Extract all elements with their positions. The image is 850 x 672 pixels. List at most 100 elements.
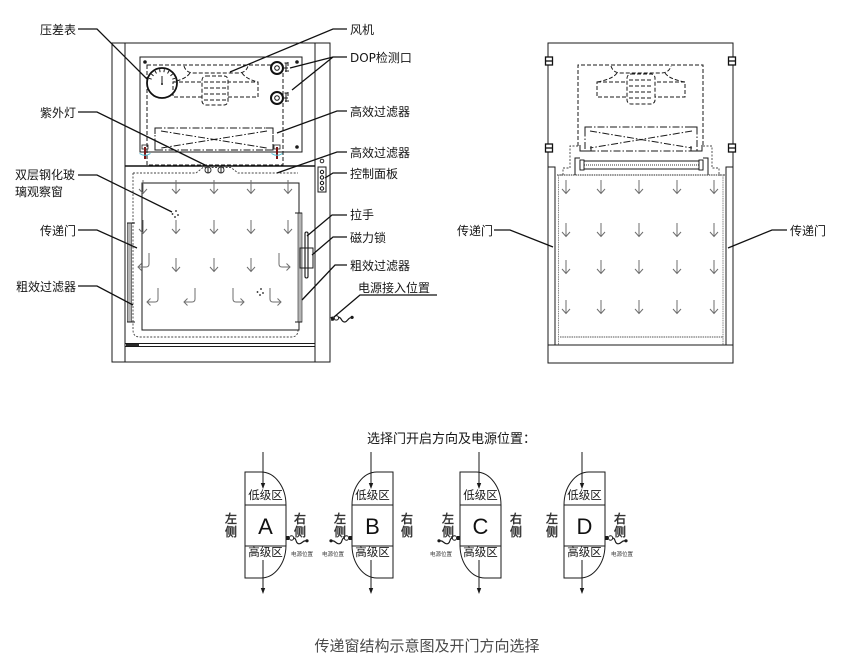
power-position-label: 电源位置: [611, 550, 634, 558]
airflow-arrow-icon: [634, 222, 644, 237]
high-zone-label: 高级区: [567, 545, 602, 559]
fan-icon: [172, 65, 259, 106]
left-side-label: 左: [441, 511, 454, 526]
arrowhead-icon: [476, 483, 482, 489]
low-zone-label: 低级区: [567, 488, 602, 502]
cabinet-outer-frame: [111, 42, 331, 363]
airflow-return-left-icon: [137, 252, 150, 271]
high-zone-label: 高级区: [463, 545, 498, 559]
power-position-label: 电源位置: [322, 550, 345, 558]
right-door-column: [725, 166, 733, 345]
airflow-arrow-icon: [709, 222, 719, 237]
zone-divider: [352, 504, 393, 547]
leader-line: [276, 110, 347, 134]
airflow-return-left-icon: [146, 287, 159, 306]
leader-line: [78, 111, 208, 167]
label-fan: 风机: [350, 23, 374, 37]
label-transfer-door-right: 传递门: [790, 223, 826, 238]
airflow-arrow-icon: [171, 219, 181, 234]
right-side-label: 侧: [510, 524, 522, 539]
label-uv-lamp: 紫外灯: [40, 106, 76, 120]
option-letter: A: [258, 514, 273, 539]
right-side-label: 侧: [294, 524, 306, 539]
airflow-return-left-icon: [183, 287, 196, 306]
leader-line: [78, 174, 173, 213]
magnetic-lock-icon: [299, 247, 314, 269]
right-side-label: 右: [400, 511, 413, 526]
callouts-right: 风机 DOP检测口 高效过滤器 高效过滤器 控制面板 拉手 磁力锁 粗效过滤器 …: [229, 23, 437, 318]
door-option-c: 低级区 C 高级区 左 侧 右 侧 电源位置: [430, 452, 522, 594]
leader-line: [333, 294, 437, 318]
arrowhead-icon: [579, 588, 585, 594]
airflow-arrow-icon: [709, 259, 719, 274]
low-zone-label: 低级区: [463, 488, 498, 502]
airflow-arrows-front: [137, 179, 293, 306]
label-hepa-filter-lower: 高效过滤器: [350, 145, 410, 160]
airflow-arrow-icon: [171, 257, 181, 272]
plenum-dashed-outline: [146, 64, 284, 166]
airflow-return-right-icon: [232, 287, 245, 306]
top-service-panel: [139, 56, 303, 153]
low-zone-label: 低级区: [355, 488, 390, 502]
panel-screw-icons: [143, 60, 299, 149]
uv-lamp-tube: [579, 159, 704, 171]
arrowhead-icon: [368, 483, 374, 489]
label-transfer-door: 传递门: [40, 223, 76, 238]
callouts-left: 压差表 紫外灯 双层钢化玻 璃观察窗 传递门 粗效过滤器: [15, 23, 208, 306]
leader-line: [78, 285, 134, 306]
airflow-arrow-icon: [138, 179, 148, 194]
hinge-icon: [727, 143, 737, 153]
pressure-gauge-icon: [146, 67, 178, 99]
leader-line: [324, 172, 347, 179]
airflow-arrow-icon: [561, 179, 571, 194]
hepa-filter-icon: [154, 127, 274, 151]
figure-caption: 传递窗结构示意图及开门方向选择: [314, 637, 539, 655]
label-dop-test-port: DOP检测口: [350, 50, 412, 65]
arrowhead-icon: [260, 588, 266, 594]
left-side-label: 侧: [334, 524, 346, 539]
left-side-label: 侧: [225, 524, 237, 539]
power-position-label: 电源位置: [430, 550, 453, 558]
leader-line: [276, 151, 347, 174]
left-side-label: 左: [224, 511, 237, 526]
leader-line: [306, 214, 347, 237]
power-position-label: 电源位置: [291, 550, 314, 558]
right-side-label: 右: [293, 511, 306, 526]
zone-divider: [460, 504, 501, 547]
leader-line: [78, 28, 149, 81]
airflow-arrow-icon: [246, 257, 256, 272]
leader-line: [727, 229, 787, 249]
leader-line: [301, 264, 347, 301]
airflow-arrow-icon: [672, 179, 682, 194]
airflow-arrow-icon: [283, 219, 293, 234]
airflow-arrow-icon: [246, 179, 256, 194]
airflow-arrow-icon: [561, 259, 571, 274]
door-handle-icon: [304, 231, 309, 279]
plenum-step-left: [557, 145, 578, 176]
hepa-filter-icon: [579, 126, 703, 152]
arrowhead-icon: [260, 483, 266, 489]
low-zone-label: 低级区: [248, 488, 283, 502]
airflow-arrow-icon: [672, 299, 682, 314]
option-outline: [459, 471, 502, 579]
door-option-b: 低级区 B 高级区 左 侧 右 侧 电源位置: [322, 452, 413, 594]
left-door-column: [548, 166, 556, 345]
leader-line: [311, 236, 347, 256]
arrowhead-icon: [476, 588, 482, 594]
uv-dots-icon: [256, 288, 264, 296]
glass-observation-window: [141, 182, 300, 331]
airflow-arrow-icon: [634, 299, 644, 314]
airflow-arrow-icon: [709, 299, 719, 314]
label-transfer-door-left: 传递门: [457, 223, 493, 238]
airflow-arrow-icon: [709, 179, 719, 194]
airflow-arrow-icon: [209, 179, 219, 194]
airflow-arrow-icon: [283, 179, 293, 194]
option-letter: C: [473, 514, 489, 539]
side-view: 传递门 传递门: [457, 42, 826, 364]
airflow-arrow-icon: [596, 222, 606, 237]
airflow-arrow-icon: [209, 219, 219, 234]
door-option-d: 低级区 D 高级区 左 侧 右 侧 电源位置: [545, 452, 634, 594]
airflow-arrow-icon: [561, 299, 571, 314]
label-magnetic-lock: 磁力锁: [350, 230, 386, 245]
lamp-housing: [574, 157, 709, 175]
